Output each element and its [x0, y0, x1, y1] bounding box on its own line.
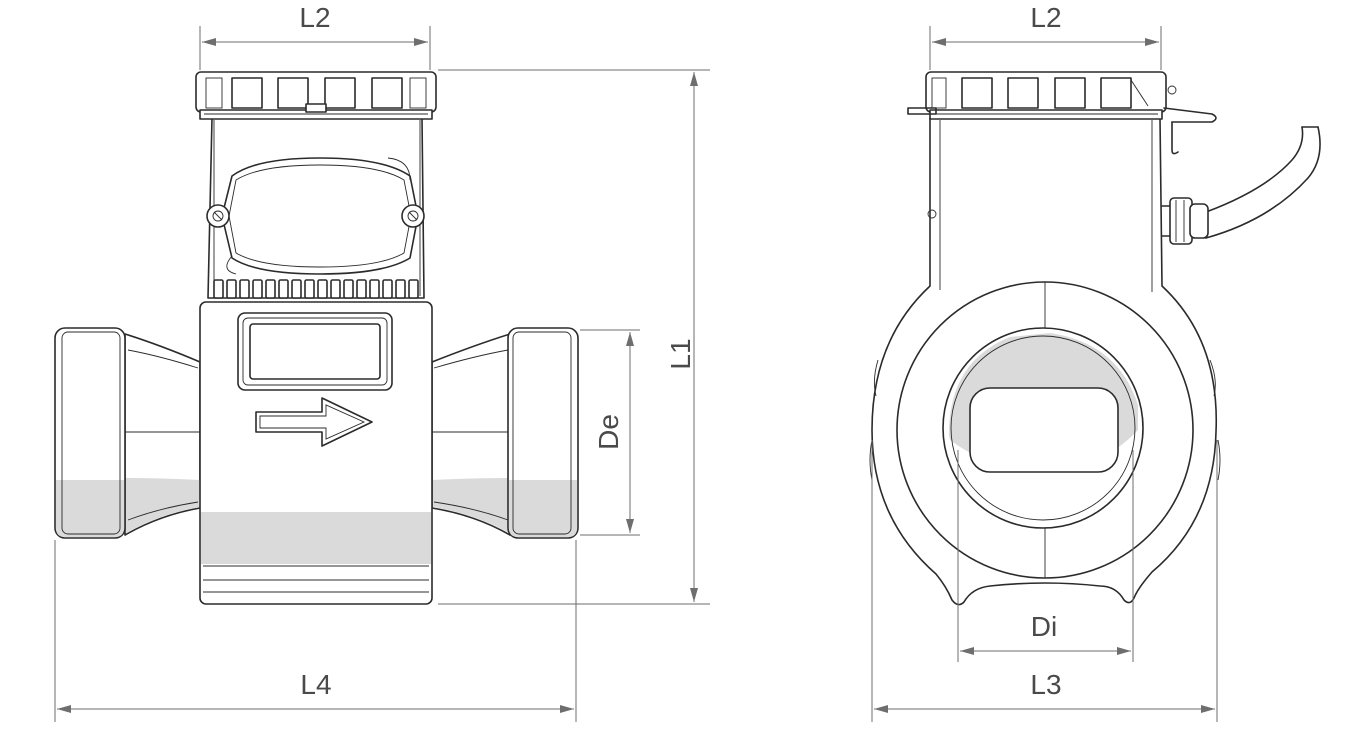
- side-dimensions: [871, 26, 1218, 722]
- label-de: De: [593, 414, 624, 450]
- side-bore: [942, 327, 1144, 529]
- label-l3: L3: [1030, 669, 1061, 700]
- label-side-l2: L2: [1030, 2, 1061, 33]
- front-upper-housing: [206, 117, 425, 299]
- front-right-pipe-end: [431, 327, 579, 539]
- front-top-cap: [195, 71, 437, 120]
- front-dimensions: [54, 26, 710, 722]
- front-view: [54, 71, 579, 605]
- label-l1: L1: [665, 338, 696, 369]
- front-vent-slots: [213, 279, 419, 299]
- front-left-pipe-end: [54, 327, 201, 539]
- front-display-window: [237, 312, 393, 391]
- flow-direction-arrow: [255, 397, 373, 447]
- side-top-cap: [907, 71, 1217, 155]
- label-di: Di: [1031, 611, 1057, 642]
- side-cable: [1205, 126, 1321, 239]
- label-front-l2: L2: [299, 2, 330, 33]
- side-view: [869, 71, 1321, 606]
- label-l4: L4: [300, 669, 331, 700]
- side-cable-gland: [1159, 197, 1209, 245]
